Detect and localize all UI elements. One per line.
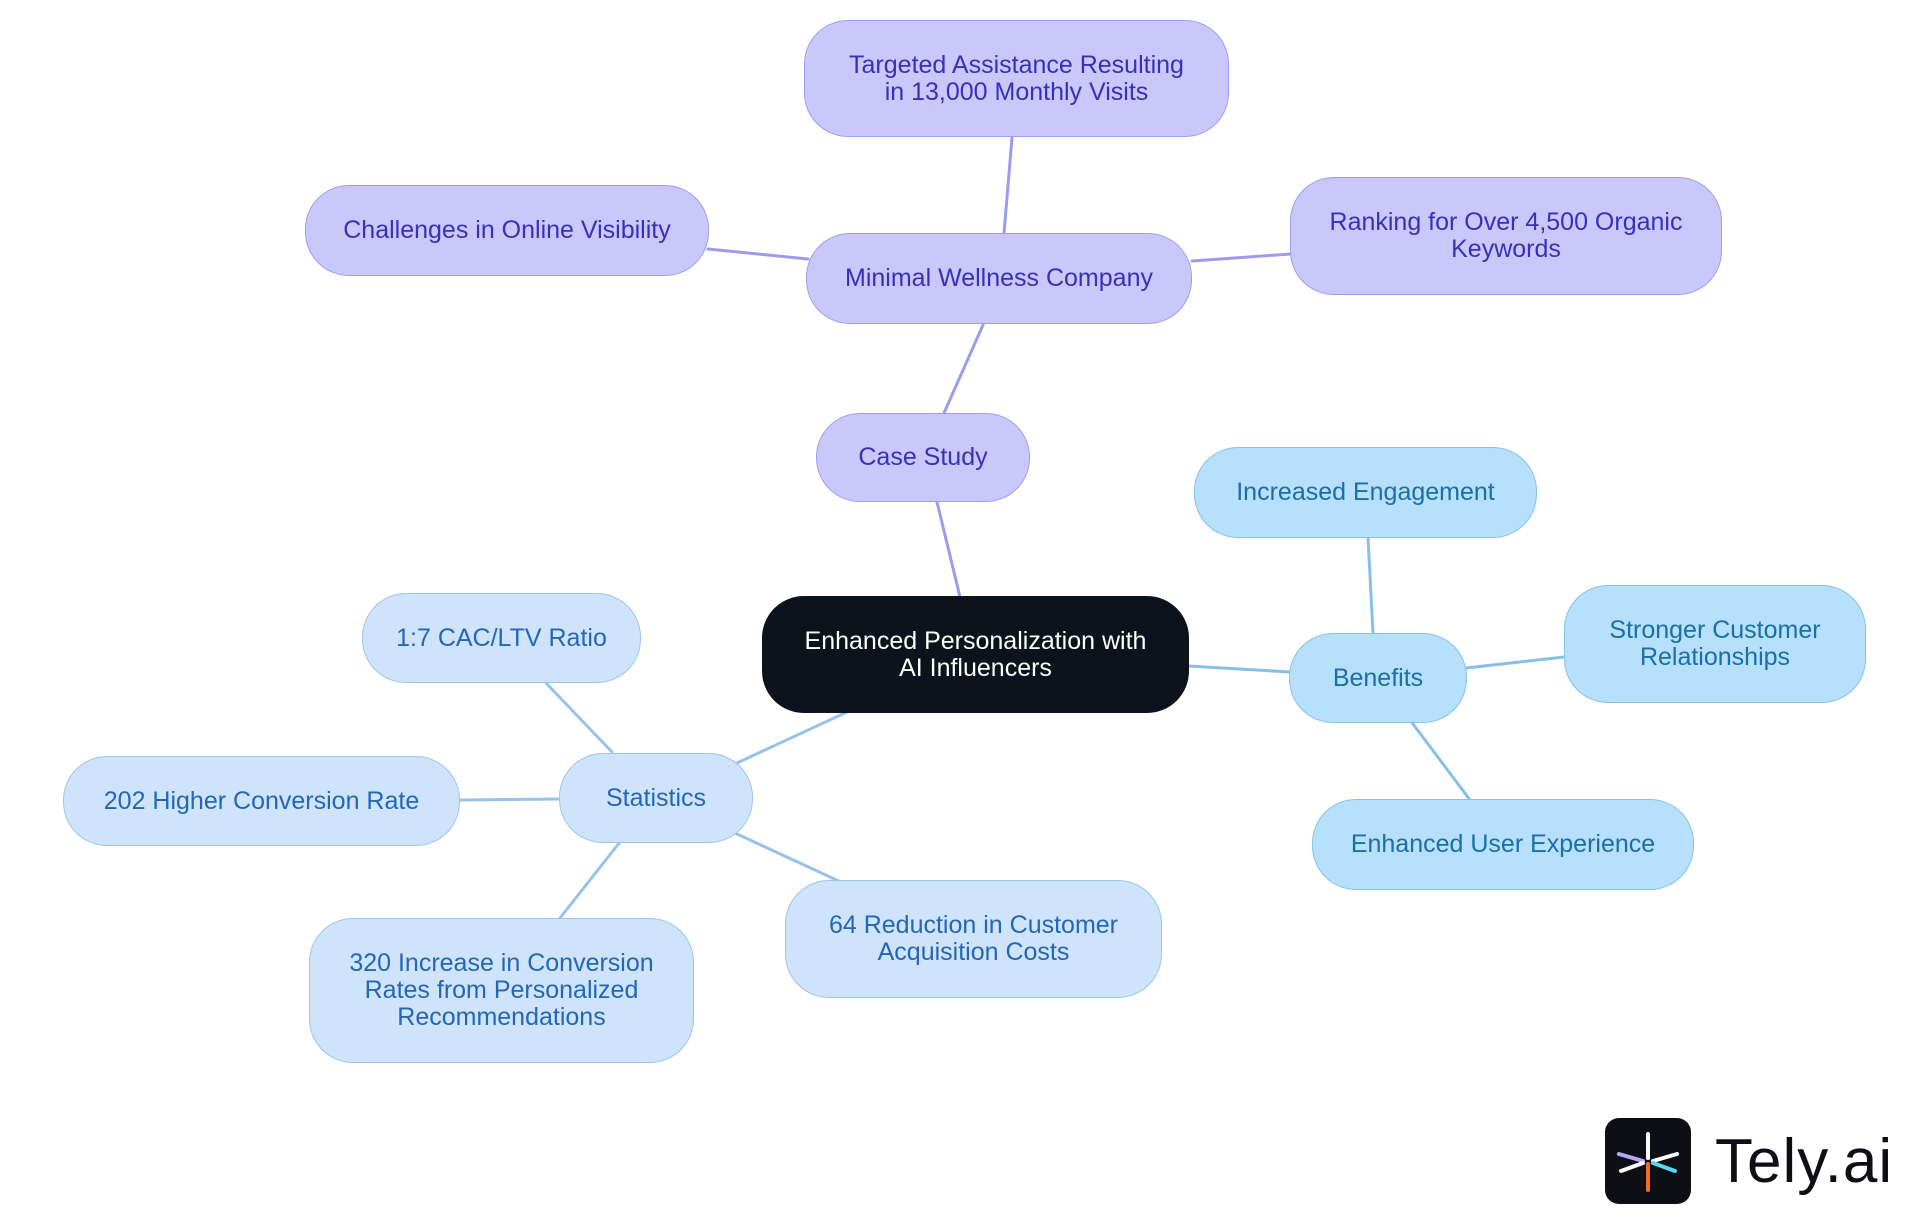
edge-statistics-ratio <box>544 681 614 754</box>
acquisition-costs-line-2: Acquisition Costs <box>877 938 1070 966</box>
recommendations-line-3: Recommendations <box>397 1003 606 1031</box>
recommendations-node: 320 Increase in Conversion Rates from Pe… <box>309 918 694 1063</box>
challenges-node: Challenges in Online Visibility <box>305 185 709 276</box>
edge-statistics-recommendations <box>558 840 622 920</box>
company-node: Minimal Wellness Company <box>806 233 1192 324</box>
enhanced-ux-node: Enhanced User Experience <box>1312 799 1694 890</box>
ranking-line-1: Ranking for Over 4,500 Organic <box>1329 208 1683 236</box>
targeted-assistance-node: Targeted Assistance Resulting in 13,000 … <box>804 20 1229 137</box>
benefits-node: Benefits <box>1289 633 1467 723</box>
edge-company-targeted <box>1002 136 1014 235</box>
conversion-rate-node: 202 Higher Conversion Rate <box>63 756 460 846</box>
edge-statistics-conversion <box>458 797 562 802</box>
ranking-node: Ranking for Over 4,500 Organic Keywords <box>1290 177 1722 295</box>
ranking-line-2: Keywords <box>1451 235 1561 263</box>
stronger-relationships-line-2: Relationships <box>1639 643 1791 671</box>
recommendations-line-2: Rates from Personalized <box>364 976 639 1004</box>
edge-company-challenges <box>706 247 810 261</box>
stronger-relationships-line-1: Stronger Customer <box>1609 616 1821 644</box>
recommendations-line-1: 320 Increase in Conversion <box>349 949 654 977</box>
cac-ltv-ratio-node: 1:7 CAC/LTV Ratio <box>362 593 641 683</box>
challenges-line-1: Challenges in Online Visibility <box>343 216 671 244</box>
increased-engagement-node: Increased Engagement <box>1194 447 1537 538</box>
cac-ltv-ratio-line-1: 1:7 CAC/LTV Ratio <box>396 623 607 652</box>
case-study-node: Case Study <box>816 413 1030 502</box>
center-node: Enhanced Personalization with AI Influen… <box>762 596 1189 713</box>
edge-company-ranking <box>1190 252 1293 263</box>
targeted-assistance-line-1: Targeted Assistance Resulting <box>849 50 1184 79</box>
statistics-node: Statistics <box>559 753 753 843</box>
stronger-relationships-node: Stronger Customer Relationships <box>1564 585 1866 703</box>
acquisition-costs-line-1: 64 Reduction in Customer <box>828 911 1119 939</box>
benefits-label: Benefits <box>1332 663 1424 692</box>
edge-benefits-ux <box>1408 718 1472 802</box>
center-node-line-1: Enhanced Personalization with <box>804 626 1147 655</box>
tely-wordmark: Tely.ai <box>1715 1126 1894 1196</box>
edge-case-study-company <box>942 323 985 415</box>
conversion-rate-line-1: 202 Higher Conversion Rate <box>103 786 420 815</box>
increased-engagement-line-1: Increased Engagement <box>1236 478 1495 506</box>
enhanced-ux-line-1: Enhanced User Experience <box>1350 830 1656 858</box>
acquisition-costs-node: 64 Reduction in Customer Acquisition Cos… <box>785 880 1162 998</box>
edge-statistics-costs <box>735 832 845 885</box>
edge-benefits-relationships <box>1464 655 1566 670</box>
statistics-label: Statistics <box>605 783 707 812</box>
company-label: Minimal Wellness Company <box>845 264 1153 292</box>
case-study-label: Case Study <box>858 443 988 471</box>
edge-benefits-engagement <box>1366 535 1375 635</box>
targeted-assistance-line-2: in 13,000 Monthly Visits <box>884 77 1149 106</box>
edge-center-statistics <box>735 710 849 765</box>
center-node-line-2: AI Influencers <box>899 653 1052 682</box>
edge-center-case-study <box>935 500 962 599</box>
edge-center-benefits <box>1187 664 1292 674</box>
tely-logo: Tely.ai <box>1605 1118 1893 1204</box>
tely-asterisk-icon <box>1605 1118 1691 1204</box>
